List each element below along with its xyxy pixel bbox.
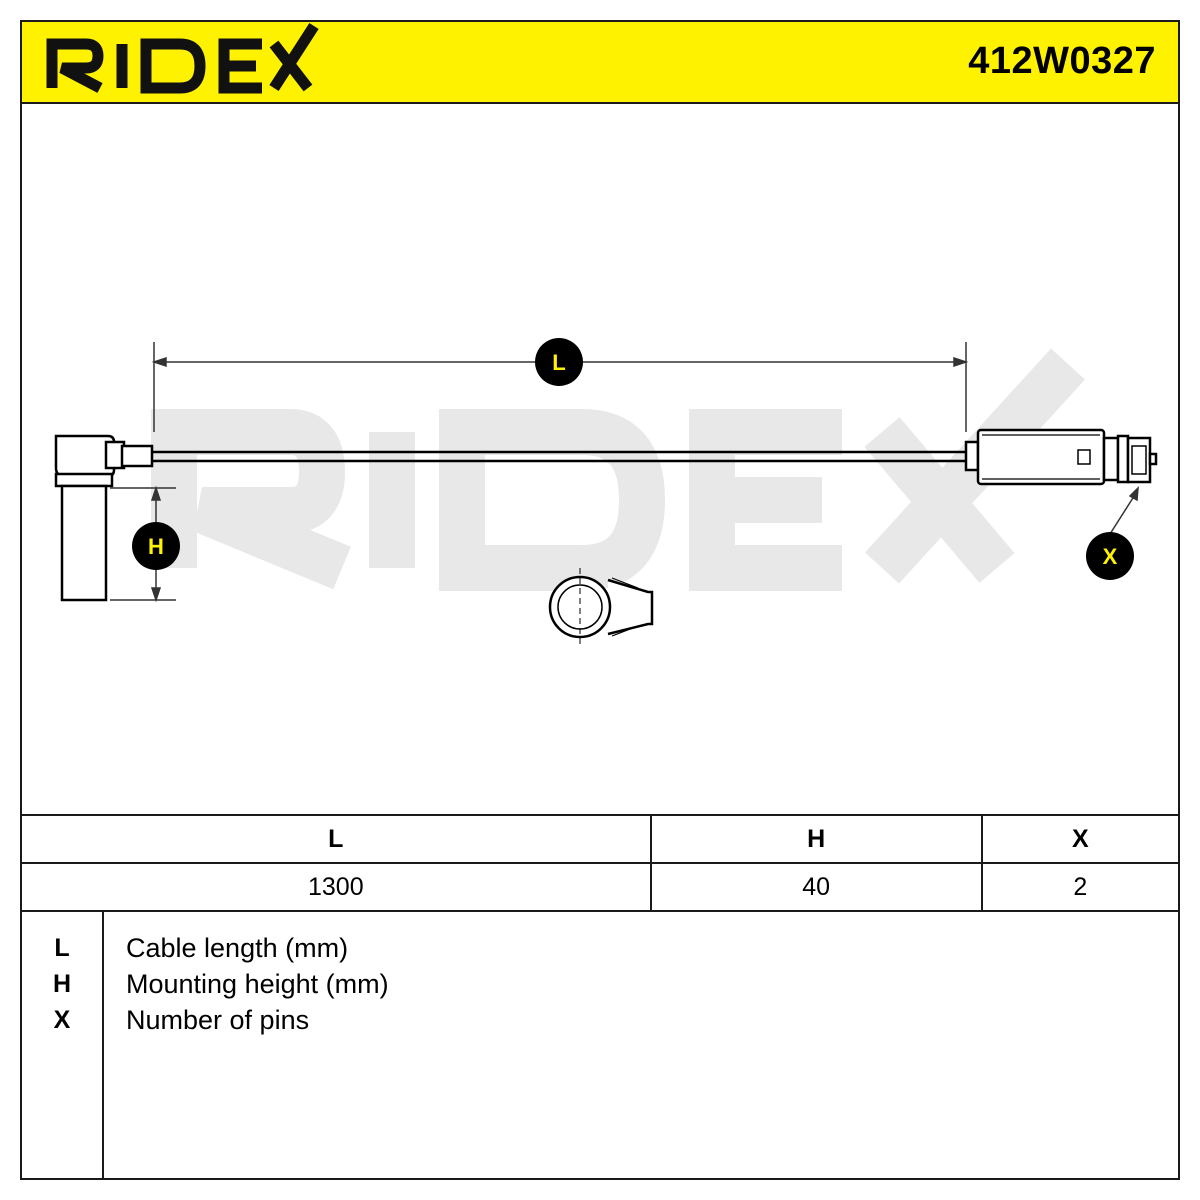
legend-key-x: X xyxy=(53,1006,71,1034)
specification-table: L H X 1300 40 2 xyxy=(22,814,1178,912)
spec-header-h: H xyxy=(649,814,983,864)
legend-description-x: Number of pins xyxy=(126,1005,310,1035)
svg-text:H: H xyxy=(148,534,164,559)
technical-drawing: L xyxy=(22,102,1178,814)
sensor-drawing: L xyxy=(54,338,1158,648)
mounting-eye-view xyxy=(548,568,654,648)
spec-header-l: L xyxy=(22,814,652,864)
part-number: 412W0327 xyxy=(968,40,1156,82)
legend: L H X Cable length (mm) Mounting height … xyxy=(22,912,1178,1178)
spec-value-x: 2 xyxy=(980,862,1178,912)
ridex-watermark xyxy=(151,348,1085,591)
spec-value-row: 1300 40 2 xyxy=(22,862,1178,912)
ridex-logo xyxy=(46,23,319,94)
pins-pointer xyxy=(1109,486,1139,535)
svg-text:L: L xyxy=(552,350,565,375)
product-sheet-frame: 412W0327 L xyxy=(20,20,1180,1180)
spec-value-h: 40 xyxy=(649,862,983,912)
svg-text:X: X xyxy=(1103,544,1118,569)
spec-value-l: 1300 xyxy=(22,862,652,912)
legend-description-l: Cable length (mm) xyxy=(126,933,349,963)
sensor-cable xyxy=(152,450,970,463)
header-bar: 412W0327 xyxy=(22,22,1178,104)
legend-description-h: Mounting height (mm) xyxy=(126,969,389,999)
length-badge: L xyxy=(535,338,583,386)
connector-plug xyxy=(964,428,1158,486)
spec-header-x: X xyxy=(980,814,1178,864)
spec-header-row: L H X xyxy=(22,814,1178,864)
sensor-head xyxy=(54,434,154,602)
pins-badge: X xyxy=(1086,532,1134,580)
legend-key-h: H xyxy=(52,970,72,998)
legend-keys-column: L H X xyxy=(22,912,104,1178)
height-badge: H xyxy=(132,522,180,570)
legend-key-l: L xyxy=(54,934,70,962)
